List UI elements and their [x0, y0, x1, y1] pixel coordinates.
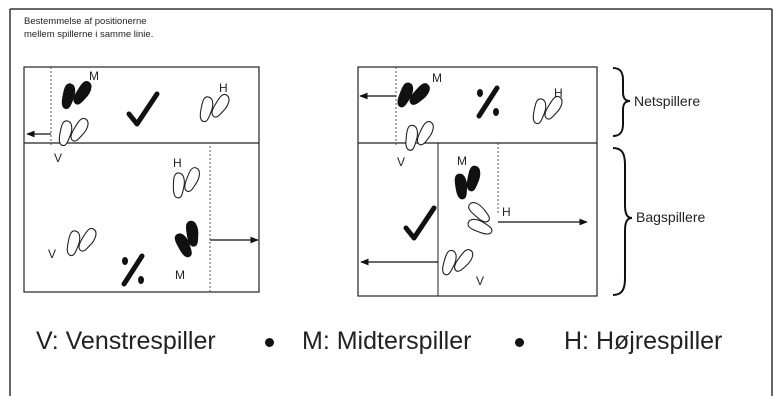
caption-line-2: mellem spillerne i samme linie.	[24, 29, 154, 40]
right-check-mark	[406, 208, 434, 238]
right-back-right-label: H	[502, 205, 511, 219]
legend-m: M: Midterspiller	[302, 327, 472, 355]
left-check-mark	[129, 94, 157, 124]
left-percent-mark	[122, 256, 144, 284]
left-right-label: H	[219, 81, 228, 95]
left-back-right-label: H	[173, 156, 182, 170]
legend-v: V: Venstrespiller	[36, 327, 216, 355]
right-mid-label: M	[432, 71, 442, 85]
back-brace	[612, 147, 633, 296]
net-row-label: Netspillere	[634, 93, 700, 109]
left-back-left-feet-outline	[62, 221, 99, 263]
caption: Bestemmelse af positionerne mellem spill…	[24, 15, 153, 41]
right-left-feet-outline	[401, 116, 436, 156]
left-mid-label: M	[89, 69, 99, 83]
right-court: M H V M H V	[357, 66, 598, 297]
left-back-mid-label: M	[175, 268, 185, 282]
left-left-feet-outline	[54, 111, 91, 153]
right-percent-mark	[477, 88, 499, 116]
right-mid-feet-solid	[392, 73, 433, 116]
right-left-label: V	[397, 155, 405, 169]
caption-line-1: Bestemmelse af positionerne	[24, 16, 147, 27]
left-back-left-label: V	[48, 247, 56, 261]
net-brace	[612, 67, 631, 137]
right-back-right-feet-outline	[458, 199, 501, 240]
legend-separator-dot-2	[515, 338, 524, 347]
legend-h: H: Højrespiller	[564, 327, 723, 355]
left-court: M H V H V M	[23, 66, 260, 293]
right-back-mid-label: M	[457, 154, 467, 168]
left-left-label: V	[54, 151, 62, 165]
right-right-label: H	[554, 86, 563, 100]
back-row-label: Bagspillere	[636, 209, 705, 225]
right-back-mid-feet-solid	[454, 165, 481, 199]
right-back-left-label: V	[476, 274, 484, 288]
right-court-border	[357, 66, 598, 297]
right-back-left-feet-outline	[437, 240, 476, 283]
left-court-border	[23, 66, 260, 293]
legend-separator-dot-1	[265, 338, 274, 347]
left-back-mid-feet-solid	[170, 219, 207, 261]
